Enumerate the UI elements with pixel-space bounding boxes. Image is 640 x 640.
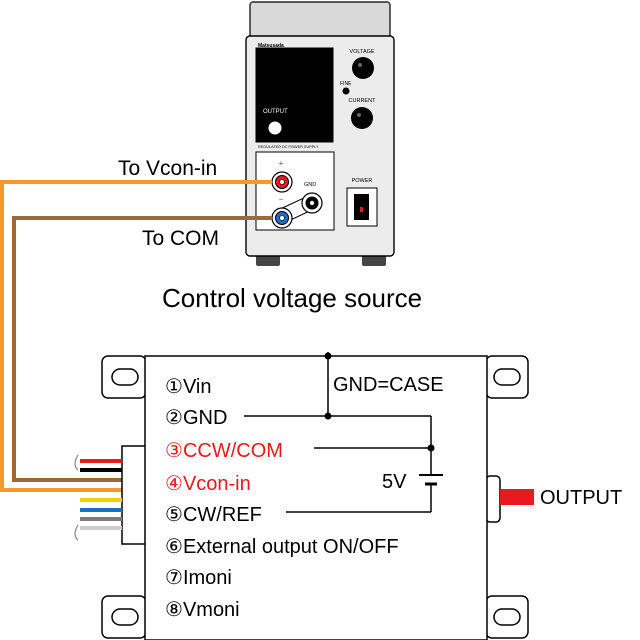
- ps-positive-terminal-hole: [279, 179, 285, 185]
- input-connector: [121, 445, 147, 545]
- pin-8-name: Vmoni: [183, 599, 240, 621]
- pin-1-name: Vin: [183, 376, 212, 398]
- pin-3-num: ③: [165, 440, 183, 462]
- ps-brand: Matsusada: [258, 43, 284, 49]
- internal-circuit: [244, 352, 443, 513]
- ps-voltage-knob-highlight: [358, 63, 362, 67]
- pin-3-name: CCW/COM: [183, 440, 283, 462]
- label-control-voltage-source: Control voltage source: [162, 283, 422, 313]
- module: [101, 355, 529, 640]
- pin-5-num: ⑤: [165, 504, 183, 526]
- pin-8: ⑧Vmoni: [165, 599, 240, 621]
- pin-1-num: ①: [165, 376, 183, 398]
- ps-output-label: OUTPUT: [263, 109, 288, 115]
- ps-voltage-knob[interactable]: [352, 57, 374, 79]
- pin-3: ③CCW/COM: [165, 440, 283, 462]
- label-to-com: To COM: [142, 227, 219, 250]
- ps-fine-knob[interactable]: [342, 87, 350, 95]
- ps-plus-label: +: [279, 159, 284, 168]
- pin-2: ②GND: [165, 407, 227, 429]
- ps-voltage-label: VOLTAGE: [349, 49, 374, 55]
- harness-guide-top: [74, 454, 79, 471]
- ps-current-knob[interactable]: [351, 107, 373, 129]
- pin-6: ⑥External output ON/OFF: [165, 536, 399, 558]
- pin-1: ①Vin: [165, 376, 211, 398]
- pin-2-num: ②: [165, 407, 183, 429]
- ps-power-label: POWER: [352, 178, 373, 184]
- ps-current-label: CURRENT: [349, 98, 377, 104]
- ps-negative-terminal-hole: [279, 215, 285, 221]
- ps-fine-label: FINE: [340, 81, 352, 87]
- mount-hole-bottom-right: [493, 608, 521, 626]
- label-output: OUTPUT: [540, 487, 622, 509]
- mount-hole-top-right: [493, 368, 521, 386]
- brown-wire: [12, 216, 272, 482]
- ps-output-button[interactable]: [267, 120, 283, 136]
- ps-regulated-label: REGULATED DC POWER SUPPLY: [258, 145, 319, 149]
- label-to-vcon-in: To Vcon-in: [118, 157, 217, 180]
- module-body: [144, 355, 488, 640]
- wires: [0, 180, 272, 492]
- orange-wire: [0, 180, 272, 492]
- ps-gnd-label: GND: [304, 182, 316, 188]
- harness-guide-bottom: [74, 524, 79, 541]
- junction-case: [324, 352, 332, 360]
- pin-7-name: Imoni: [183, 567, 232, 589]
- pin-4-num: ④: [165, 473, 183, 495]
- pin-4-name: Vcon-in: [183, 473, 251, 495]
- ps-power-indicator: [360, 207, 363, 212]
- pin-5-name: CW/REF: [183, 504, 262, 526]
- junction-gnd: [324, 412, 332, 420]
- pin-4: ④Vcon-in: [165, 473, 251, 495]
- ps-gnd-terminal-hole: [309, 200, 315, 206]
- output-connector: [485, 475, 501, 523]
- mount-hole-top-left: [111, 368, 139, 386]
- junction-ccw: [427, 444, 435, 452]
- mount-hole-bottom-left: [111, 608, 139, 626]
- pin-6-name: External output ON/OFF: [183, 536, 399, 558]
- ps-minus-label: −: [279, 195, 284, 204]
- pin-7: ⑦Imoni: [165, 567, 232, 589]
- harness-wires: [74, 454, 122, 541]
- pin-2-name: GND: [183, 407, 227, 429]
- power-supply: Matsusada OUTPUT VOLTAGE FINE CURRENT RE…: [245, 1, 395, 266]
- ps-display: [255, 47, 334, 143]
- pin-5: ⑤CW/REF: [165, 504, 262, 526]
- label-gnd-case: GND=CASE: [333, 374, 444, 396]
- pin-list: ①Vin ②GND ③CCW/COM ④Vcon-in ⑤CW/REF ⑥Ext…: [165, 376, 399, 621]
- label-5v: 5V: [382, 471, 407, 493]
- output-lead: [500, 489, 534, 505]
- ps-current-knob-highlight: [357, 113, 361, 117]
- pin-7-num: ⑦: [165, 567, 183, 589]
- junction-dots: [324, 352, 435, 452]
- pin-8-num: ⑧: [165, 599, 183, 621]
- pin-6-num: ⑥: [165, 536, 183, 558]
